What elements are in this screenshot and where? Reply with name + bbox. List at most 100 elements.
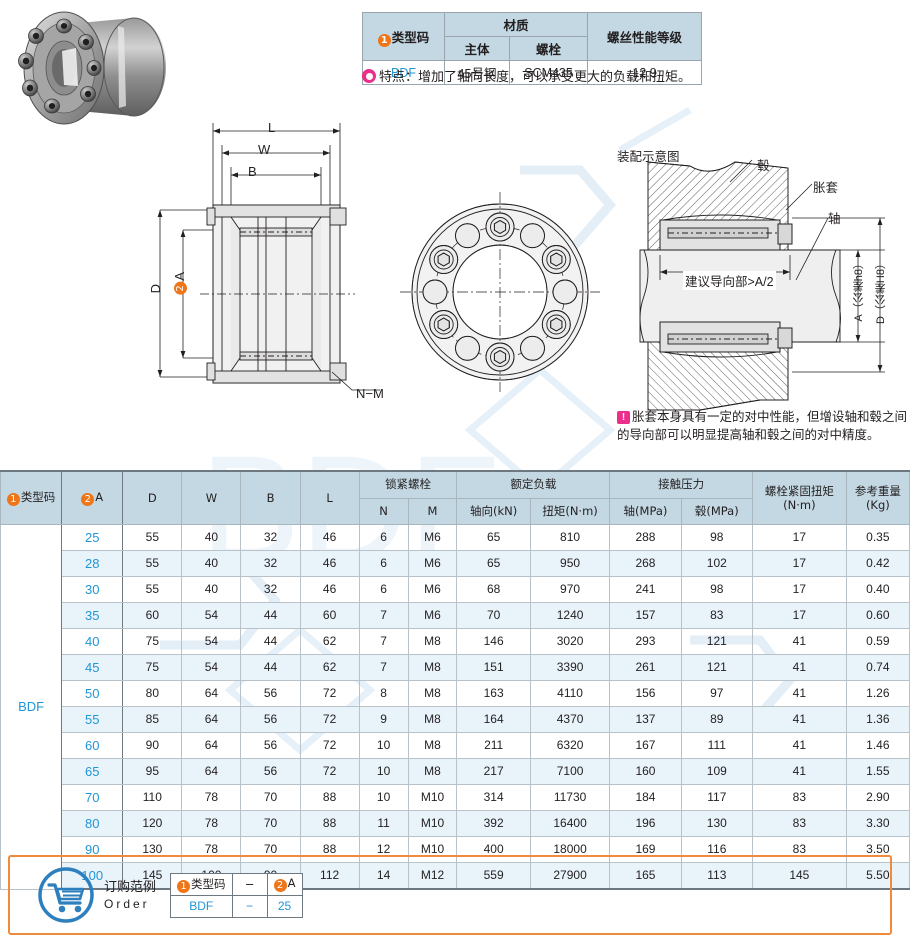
material-grade-value: 12.9 [587, 60, 702, 85]
cell-axial: 65 [456, 550, 531, 577]
cell-w: 54 [181, 602, 242, 629]
cell-l: 62 [299, 628, 360, 655]
cell-w: 54 [181, 654, 242, 681]
order-example-label: 订购范例 Order [104, 879, 157, 911]
cell-d: 120 [122, 810, 183, 837]
spec-header-bolt-torque: 螺栓紧固扭矩(N·m) [751, 470, 847, 525]
cell-l: 46 [299, 550, 360, 577]
cell-b: 70 [240, 810, 301, 837]
cell-weight: 0.40 [845, 576, 910, 603]
dimension-label-n-m: N−M [356, 386, 384, 401]
spec-header-n: N [358, 497, 409, 525]
cell-bolt_torque: 17 [751, 550, 847, 577]
cell-weight: 5.50 [845, 862, 910, 890]
cell-shaft: 261 [609, 654, 682, 681]
cell-w: 78 [181, 810, 242, 837]
cell-hub: 83 [680, 602, 753, 629]
cell-shaft: 184 [609, 784, 682, 811]
cell-shaft: 167 [609, 732, 682, 759]
dimension-label-d: D [148, 284, 163, 294]
cell-n: 10 [358, 732, 409, 759]
feature-note: 特点：增加了轴向长度，可以承受更大的负载和扭矩。 [362, 66, 691, 85]
cell-m: M6 [407, 550, 458, 577]
cell-m: M10 [407, 810, 458, 837]
cell-d: 55 [122, 576, 183, 603]
cell-shaft: 160 [609, 758, 682, 785]
cell-hub: 97 [680, 680, 753, 707]
cell-axial: 164 [456, 706, 531, 733]
cell-m: M8 [407, 654, 458, 681]
material-header-body: 主体 [444, 36, 510, 61]
material-bolt-value: SCM435 [508, 60, 589, 85]
cell-l: 46 [299, 576, 360, 603]
cell-axial: 70 [456, 602, 531, 629]
cell-weight: 1.46 [845, 732, 910, 759]
cell-m: M8 [407, 706, 458, 733]
spec-header-contact-pressure: 接触压力 [609, 470, 753, 499]
spec-header-rated-load: 额定负载 [456, 470, 611, 499]
cell-d: 55 [122, 550, 183, 577]
spec-header-lock-bolt: 锁紧螺栓 [358, 470, 458, 499]
cell-l: 88 [299, 810, 360, 837]
cell-weight: 0.35 [845, 524, 910, 551]
cell-n: 7 [358, 654, 409, 681]
cell-a: 100 [61, 862, 124, 890]
material-row: BDF 45号钢 SCM435 12.9 [361, 60, 702, 85]
cell-bolt_torque: 83 [751, 784, 847, 811]
cell-weight: 0.59 [845, 628, 910, 655]
cell-n: 9 [358, 706, 409, 733]
cell-d: 85 [122, 706, 183, 733]
cell-bolt_torque: 17 [751, 602, 847, 629]
cell-torque: 6320 [529, 732, 611, 759]
cell-w: 40 [181, 550, 242, 577]
label-shaft: 轴 [828, 212, 841, 226]
cell-d: 130 [122, 836, 183, 863]
cell-bolt_torque: 41 [751, 732, 847, 759]
cell-hub: 89 [680, 706, 753, 733]
cell-axial: 400 [456, 836, 531, 863]
cell-axial: 68 [456, 576, 531, 603]
cell-weight: 1.26 [845, 680, 910, 707]
assembly-diagram-title: 装配示意图 [617, 150, 680, 164]
cell-n: 7 [358, 602, 409, 629]
cell-torque: 16400 [529, 810, 611, 837]
cell-axial: 314 [456, 784, 531, 811]
cell-b: 32 [240, 524, 301, 551]
cell-torque: 11730 [529, 784, 611, 811]
cell-a: 40 [61, 628, 124, 655]
cell-bolt_torque: 41 [751, 654, 847, 681]
cell-hub: 121 [680, 628, 753, 655]
dimension-label-b: B [248, 164, 257, 179]
cell-weight: 1.55 [845, 758, 910, 785]
spec-header-m: M [407, 497, 458, 525]
cell-shaft: 156 [609, 680, 682, 707]
cell-l: 60 [299, 602, 360, 629]
badge-2-icon: 2 [273, 879, 287, 892]
cell-shaft: 157 [609, 602, 682, 629]
cell-n: 14 [358, 862, 409, 890]
tolerance-label-a: A（公差h8） [853, 258, 865, 322]
cell-hub: 98 [680, 576, 753, 603]
cell-a: 70 [61, 784, 124, 811]
label-hub: 毂 [757, 159, 770, 173]
cell-w: 64 [181, 758, 242, 785]
cell-b: 44 [240, 602, 301, 629]
cell-torque: 4110 [529, 680, 611, 707]
cell-hub: 117 [680, 784, 753, 811]
cell-bolt_torque: 41 [751, 628, 847, 655]
cell-weight: 1.36 [845, 706, 910, 733]
cell-shaft: 293 [609, 628, 682, 655]
material-header-bolt: 螺栓 [508, 36, 589, 61]
